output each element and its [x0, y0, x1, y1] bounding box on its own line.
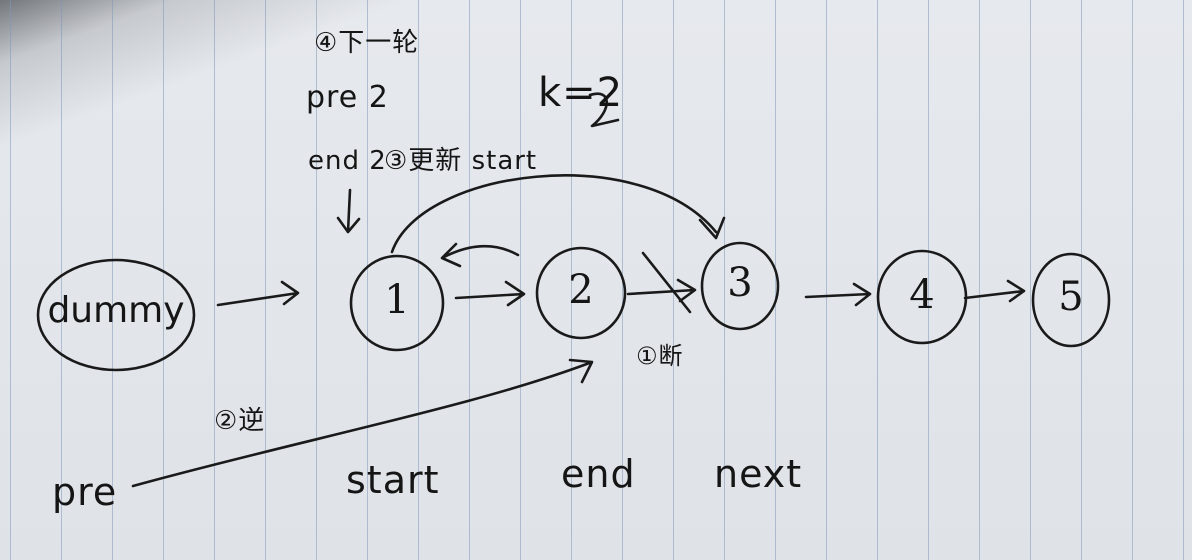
curved-arrow-update-start — [390, 174, 726, 254]
reverse-arrow-2-to-1 — [440, 242, 520, 268]
arrow-3-to-4 — [804, 282, 872, 307]
node-dummy-label: dummy — [47, 290, 185, 331]
node-2-label: 2 — [568, 267, 594, 313]
arrow-1-to-2 — [454, 280, 526, 307]
node-circle-dummy — [36, 258, 196, 372]
end2-annotation: end 2 — [308, 146, 387, 176]
pointer-pre-label: pre — [52, 470, 118, 514]
node-circle-1 — [349, 254, 445, 352]
node-3-label: 3 — [727, 260, 753, 306]
node-4-label: 4 — [909, 272, 935, 318]
arrow-2-to-3-cut — [626, 278, 697, 303]
step3-update-start-annotation: ③更新 start — [384, 146, 538, 176]
arrow-4-to-5 — [963, 279, 1026, 303]
pre2-annotation: pre 2 — [306, 80, 389, 115]
step4-next-round-annotation: ④下一轮 — [314, 28, 420, 58]
cut-mark — [641, 251, 692, 314]
step1-cut-annotation: ①断 — [636, 342, 684, 370]
pointer-start-label: start — [346, 458, 440, 502]
step2-reverse-annotation: ②逆 — [214, 406, 266, 436]
k-value-annotation: k=2 — [538, 70, 624, 116]
node-circle-3 — [700, 241, 780, 331]
node-5-label: 5 — [1058, 274, 1084, 320]
node-1-label: 1 — [384, 277, 410, 323]
pointer-end-label: end — [561, 452, 636, 496]
k-flourish — [588, 92, 620, 128]
pointer-next-label: next — [714, 452, 803, 496]
node-circle-5 — [1031, 252, 1111, 348]
arrow-pre-to-2 — [131, 358, 594, 488]
node-circle-2 — [535, 246, 627, 340]
down-arrow-end2 — [336, 188, 361, 234]
arrow-dummy-to-1 — [216, 280, 300, 307]
